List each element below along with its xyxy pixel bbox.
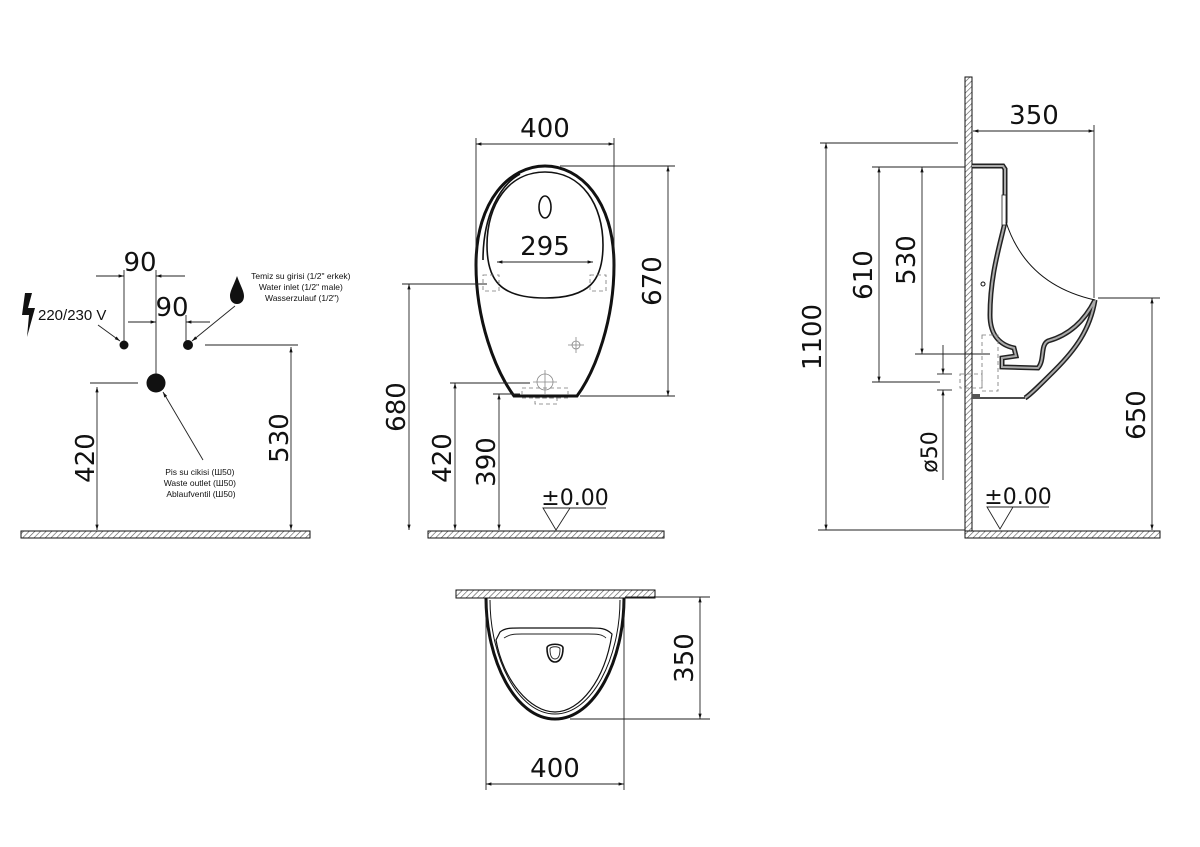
floor-level-label: ±0.00 <box>984 485 1051 510</box>
dim-top-depth: 350 <box>670 633 700 683</box>
basin-front <box>486 171 604 299</box>
urinal-outline-top <box>484 597 626 721</box>
dim-rim-height: 650 <box>1122 390 1152 440</box>
dim-530: 530 <box>892 235 922 285</box>
dim-front-width: 400 <box>520 114 570 144</box>
top-view: 350 400 <box>455 589 710 790</box>
dim-610: 610 <box>849 250 879 300</box>
electric-point <box>119 340 129 350</box>
front-view: 400 295 670 680 420 390 ±0.00 <box>382 114 675 539</box>
dim-spacing-left: 90 <box>123 248 156 278</box>
dim-inner-width: 295 <box>520 232 570 262</box>
water-drop-icon <box>230 276 244 304</box>
floor-level-label: ±0.00 <box>541 486 608 511</box>
electric-label: 220/230 V <box>38 307 106 324</box>
waste-outlet-label: Pis su cikisi (Ш50) Waste outlet (Ш50) A… <box>164 467 239 499</box>
water-inlet-point <box>183 340 193 350</box>
urinal-section-side <box>972 163 1098 401</box>
dim-outlet-diameter: ø50 <box>918 431 943 472</box>
dim-top-width: 400 <box>530 754 580 784</box>
dim-front-height: 670 <box>638 256 668 306</box>
dim-bottom-height: 390 <box>472 437 502 487</box>
wall-hatch <box>455 589 656 599</box>
floor-hatch <box>20 530 311 539</box>
side-view: 350 1100 610 530 ø50 650 ±0.00 <box>798 76 1161 539</box>
urinal-outline-front <box>474 164 616 398</box>
basin-top <box>495 627 613 713</box>
dim-mount-height: 680 <box>382 382 412 432</box>
water-inlet-label: Temiz su girisi (1/2" erkek) Water inlet… <box>251 271 353 303</box>
dim-waste-height: 420 <box>71 433 101 483</box>
wall-hatch <box>964 76 973 539</box>
dim-front-waste-height: 420 <box>428 433 458 483</box>
dim-total-height: 1100 <box>798 304 828 370</box>
floor-hatch <box>427 530 665 539</box>
drain-top <box>546 643 564 663</box>
connections-view: 90 90 220/230 V Temiz su girisi (1/2" er… <box>20 248 353 539</box>
waste-outlet-point <box>146 373 166 393</box>
lightning-bolt-icon <box>22 293 35 337</box>
floor-hatch <box>964 530 1161 539</box>
dim-spacing-right: 90 <box>155 293 188 323</box>
dim-side-depth: 350 <box>1009 101 1059 131</box>
dim-inlet-height: 530 <box>265 413 295 463</box>
